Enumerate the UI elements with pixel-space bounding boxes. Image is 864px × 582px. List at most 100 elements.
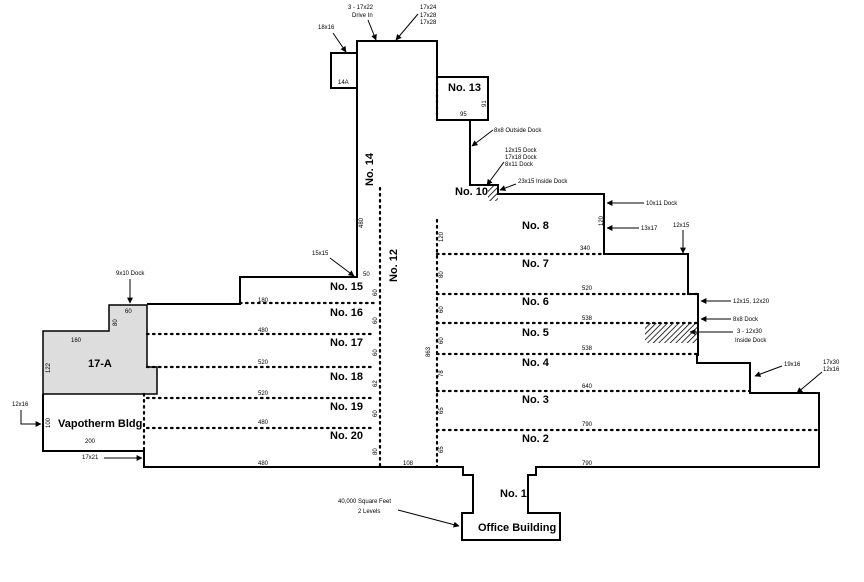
- callout-inside-dock-3a: 3 - 12x30: [737, 329, 763, 335]
- label-no3: No. 3: [522, 394, 549, 406]
- dim-200: 200: [85, 439, 96, 445]
- label-no10: No. 10: [455, 186, 488, 198]
- dim-62: 62: [373, 380, 379, 387]
- main-outline: [42, 40, 820, 541]
- dim-60-g: 60: [439, 337, 445, 344]
- callout-top-2: 17x28: [420, 13, 437, 19]
- label-no8: No. 8: [522, 220, 549, 232]
- callout-12x16-left: 12x16: [12, 402, 29, 408]
- callout-12x15-12x20: 12x15, 12x20: [733, 299, 770, 305]
- callout-15x15: 15x15: [312, 251, 329, 257]
- callout-9x10-dock: 9x10 Dock: [116, 271, 145, 277]
- dim-480-d: 480: [258, 420, 269, 426]
- dim-60-c: 60: [373, 349, 379, 356]
- label-no16: No. 16: [330, 307, 363, 319]
- dim-50: 50: [363, 272, 370, 278]
- dim-790-a: 790: [582, 422, 593, 428]
- callout-dock-1: 12x15 Dock: [505, 148, 538, 154]
- dim-480-c: 480: [258, 328, 269, 334]
- callout-sqft-1: 40,000 Square Feet: [338, 499, 391, 505]
- callout-inside-dock-3b: Inside Dock: [735, 338, 767, 344]
- label-no15: No. 15: [330, 281, 363, 293]
- dim-538-a: 538: [582, 316, 593, 322]
- dim-863: 863: [426, 346, 432, 357]
- arrow-15x15: [329, 257, 355, 277]
- arrow-18x16: [332, 32, 347, 53]
- callout-sqft-2: 2 Levels: [358, 509, 380, 515]
- dim-78: 78: [439, 370, 445, 377]
- dim-520-a: 520: [258, 360, 269, 366]
- callout-dock-2: 17x18 Dock: [505, 155, 538, 161]
- dim-640: 640: [582, 384, 593, 390]
- dim-60-d: 60: [373, 410, 379, 417]
- label-no20: No. 20: [330, 430, 363, 442]
- callout-19x16: 19x16: [784, 362, 801, 368]
- dim-120-left: 120: [439, 231, 445, 242]
- dim-122: 122: [46, 362, 52, 373]
- label-no13: No. 13: [448, 82, 481, 94]
- dim-538-b: 538: [582, 346, 593, 352]
- dim-340: 340: [580, 246, 591, 252]
- building-17a-shape: [42, 304, 158, 395]
- label-no12: No. 12: [388, 249, 400, 282]
- inside-dock-5-hatch: [645, 323, 698, 343]
- dim-91: 91: [482, 100, 488, 107]
- callout-12x16-right: 12x16: [823, 367, 840, 373]
- building-14a-shape: [330, 52, 357, 89]
- arrow-inside-dock: [499, 183, 517, 191]
- label-no5: No. 5: [522, 327, 549, 339]
- callout-drive-in-1: 3 - 17x22: [348, 5, 374, 11]
- building-13-shape: [437, 76, 489, 121]
- label-no4: No. 4: [522, 357, 550, 369]
- callout-8x8-dock: 8x8 Dock: [733, 317, 759, 323]
- label-no18: No. 18: [330, 371, 363, 383]
- callout-17x30: 17x30: [823, 360, 840, 366]
- dim-65-b: 65: [439, 446, 445, 453]
- dim-65-a: 65: [439, 407, 445, 414]
- callout-13x17: 13x17: [641, 226, 658, 232]
- dim-60-b: 60: [373, 317, 379, 324]
- dim-60-e: 60: [125, 309, 132, 315]
- arrow-sqft: [397, 509, 460, 528]
- dim-60-f: 60: [439, 306, 445, 313]
- arrow-dock-10: [486, 161, 505, 186]
- callout-top-3: 17x28: [420, 20, 437, 26]
- label-vapotherm: Vapotherm Bldg.: [58, 418, 145, 430]
- dim-520-b: 520: [258, 391, 269, 397]
- label-no14: No. 14: [364, 152, 376, 186]
- label-17a: 17-A: [88, 358, 112, 370]
- arrow-17x30: [796, 371, 823, 394]
- inside-dock-10-hatch: [488, 185, 498, 201]
- label-no1: No. 1: [500, 488, 527, 500]
- callout-drive-in-2: Drive In: [352, 13, 373, 19]
- callout-17x21: 17x21: [82, 455, 99, 461]
- dim-80-a: 80: [373, 448, 379, 455]
- arrow-top: [395, 13, 419, 41]
- arrow-12x16-left: [20, 410, 42, 427]
- dim-60-a: 60: [373, 289, 379, 296]
- callout-12x15: 12x15: [673, 223, 690, 229]
- callout-dock-3: 8x11 Dock: [505, 162, 534, 168]
- callout-18x16: 18x16: [318, 25, 335, 31]
- arrow-19x16: [754, 365, 783, 377]
- label-no7: No. 7: [522, 258, 549, 270]
- label-14a: 14A: [338, 80, 349, 86]
- dim-790-b: 790: [582, 461, 593, 467]
- label-no6: No. 6: [522, 296, 549, 308]
- dim-180: 180: [258, 298, 269, 304]
- dim-80-b: 80: [113, 319, 119, 326]
- dim-480-vertical: 480: [359, 217, 365, 228]
- label-no2: No. 2: [522, 433, 549, 445]
- callout-outside-dock: 8x8 Outside Dock: [494, 128, 542, 134]
- dim-160: 160: [71, 338, 82, 344]
- dim-480-bottom: 480: [258, 461, 269, 467]
- callout-10x11-dock: 10x11 Dock: [646, 201, 678, 207]
- callout-top-1: 17x24: [420, 5, 437, 11]
- dim-120-right: 120: [599, 215, 605, 226]
- dim-95: 95: [460, 112, 467, 118]
- label-office-building: Office Building: [478, 522, 556, 534]
- label-no19: No. 19: [330, 401, 363, 413]
- dim-520-c: 520: [582, 286, 593, 292]
- dim-100: 100: [46, 417, 52, 428]
